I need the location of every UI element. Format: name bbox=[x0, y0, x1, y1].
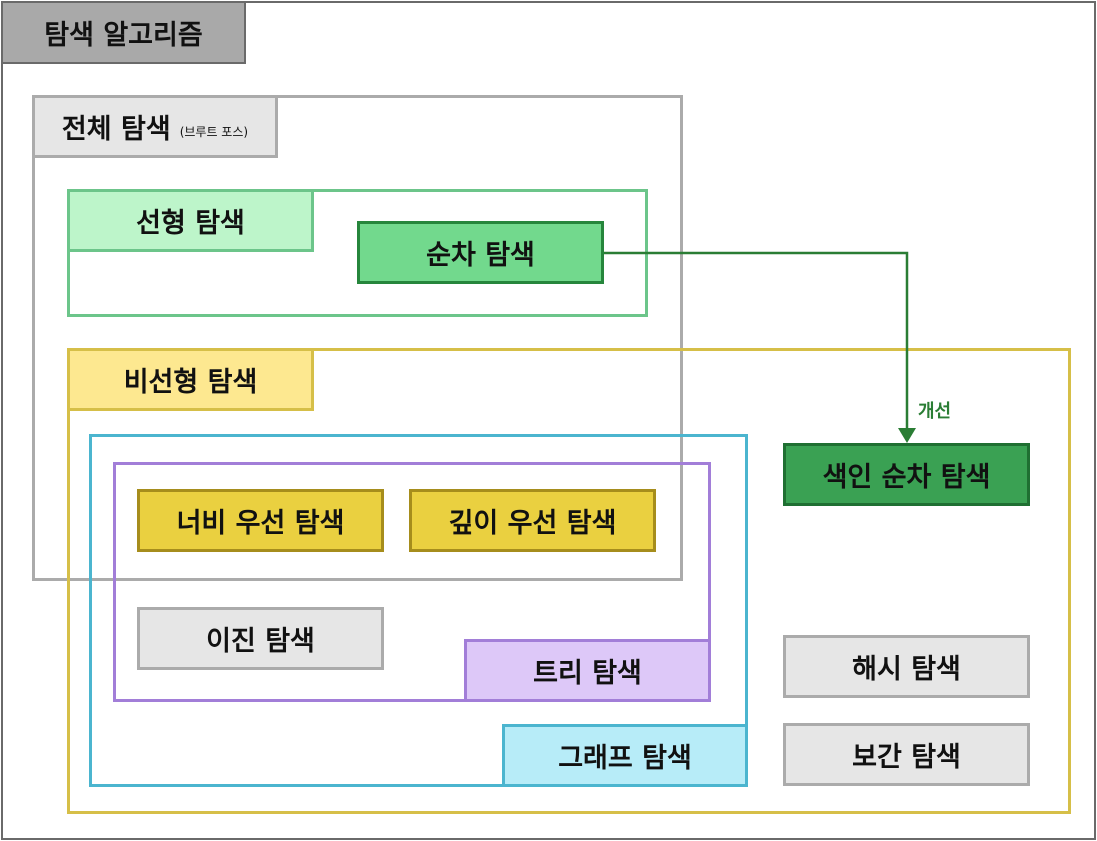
diagram-title: 탐색 알고리즘 bbox=[1, 1, 246, 64]
interpolation-search-node: 보간 탐색 bbox=[783, 723, 1030, 786]
brute-force-sublabel: (브루트 포스) bbox=[179, 125, 249, 139]
graph-search-region bbox=[89, 434, 748, 787]
tree-search-region bbox=[113, 462, 711, 702]
improvement-arrow-line bbox=[604, 251, 909, 430]
dfs-node: 깊이 우선 탐색 bbox=[409, 489, 656, 552]
improvement-arrow-label: 개선 bbox=[918, 401, 951, 422]
indexed-sequential-search-node: 색인 순차 탐색 bbox=[783, 443, 1030, 506]
sequential-search-node: 순차 탐색 bbox=[357, 221, 604, 284]
improvement-arrowhead bbox=[898, 428, 916, 443]
tree-search-label: 트리 탐색 bbox=[464, 639, 711, 702]
brute-force-label-text: 전체 탐색 bbox=[61, 114, 171, 145]
graph-search-label: 그래프 탐색 bbox=[502, 724, 748, 787]
bfs-node: 너비 우선 탐색 bbox=[137, 489, 384, 552]
nonlinear-search-label: 비선형 탐색 bbox=[67, 348, 314, 411]
linear-search-label: 선형 탐색 bbox=[67, 189, 314, 252]
brute-force-region bbox=[32, 95, 683, 581]
hash-search-node: 해시 탐색 bbox=[783, 635, 1030, 698]
binary-search-node: 이진 탐색 bbox=[137, 607, 384, 670]
brute-force-label: 전체 탐색 (브루트 포스) bbox=[32, 95, 278, 158]
nonlinear-search-region bbox=[67, 348, 1071, 814]
